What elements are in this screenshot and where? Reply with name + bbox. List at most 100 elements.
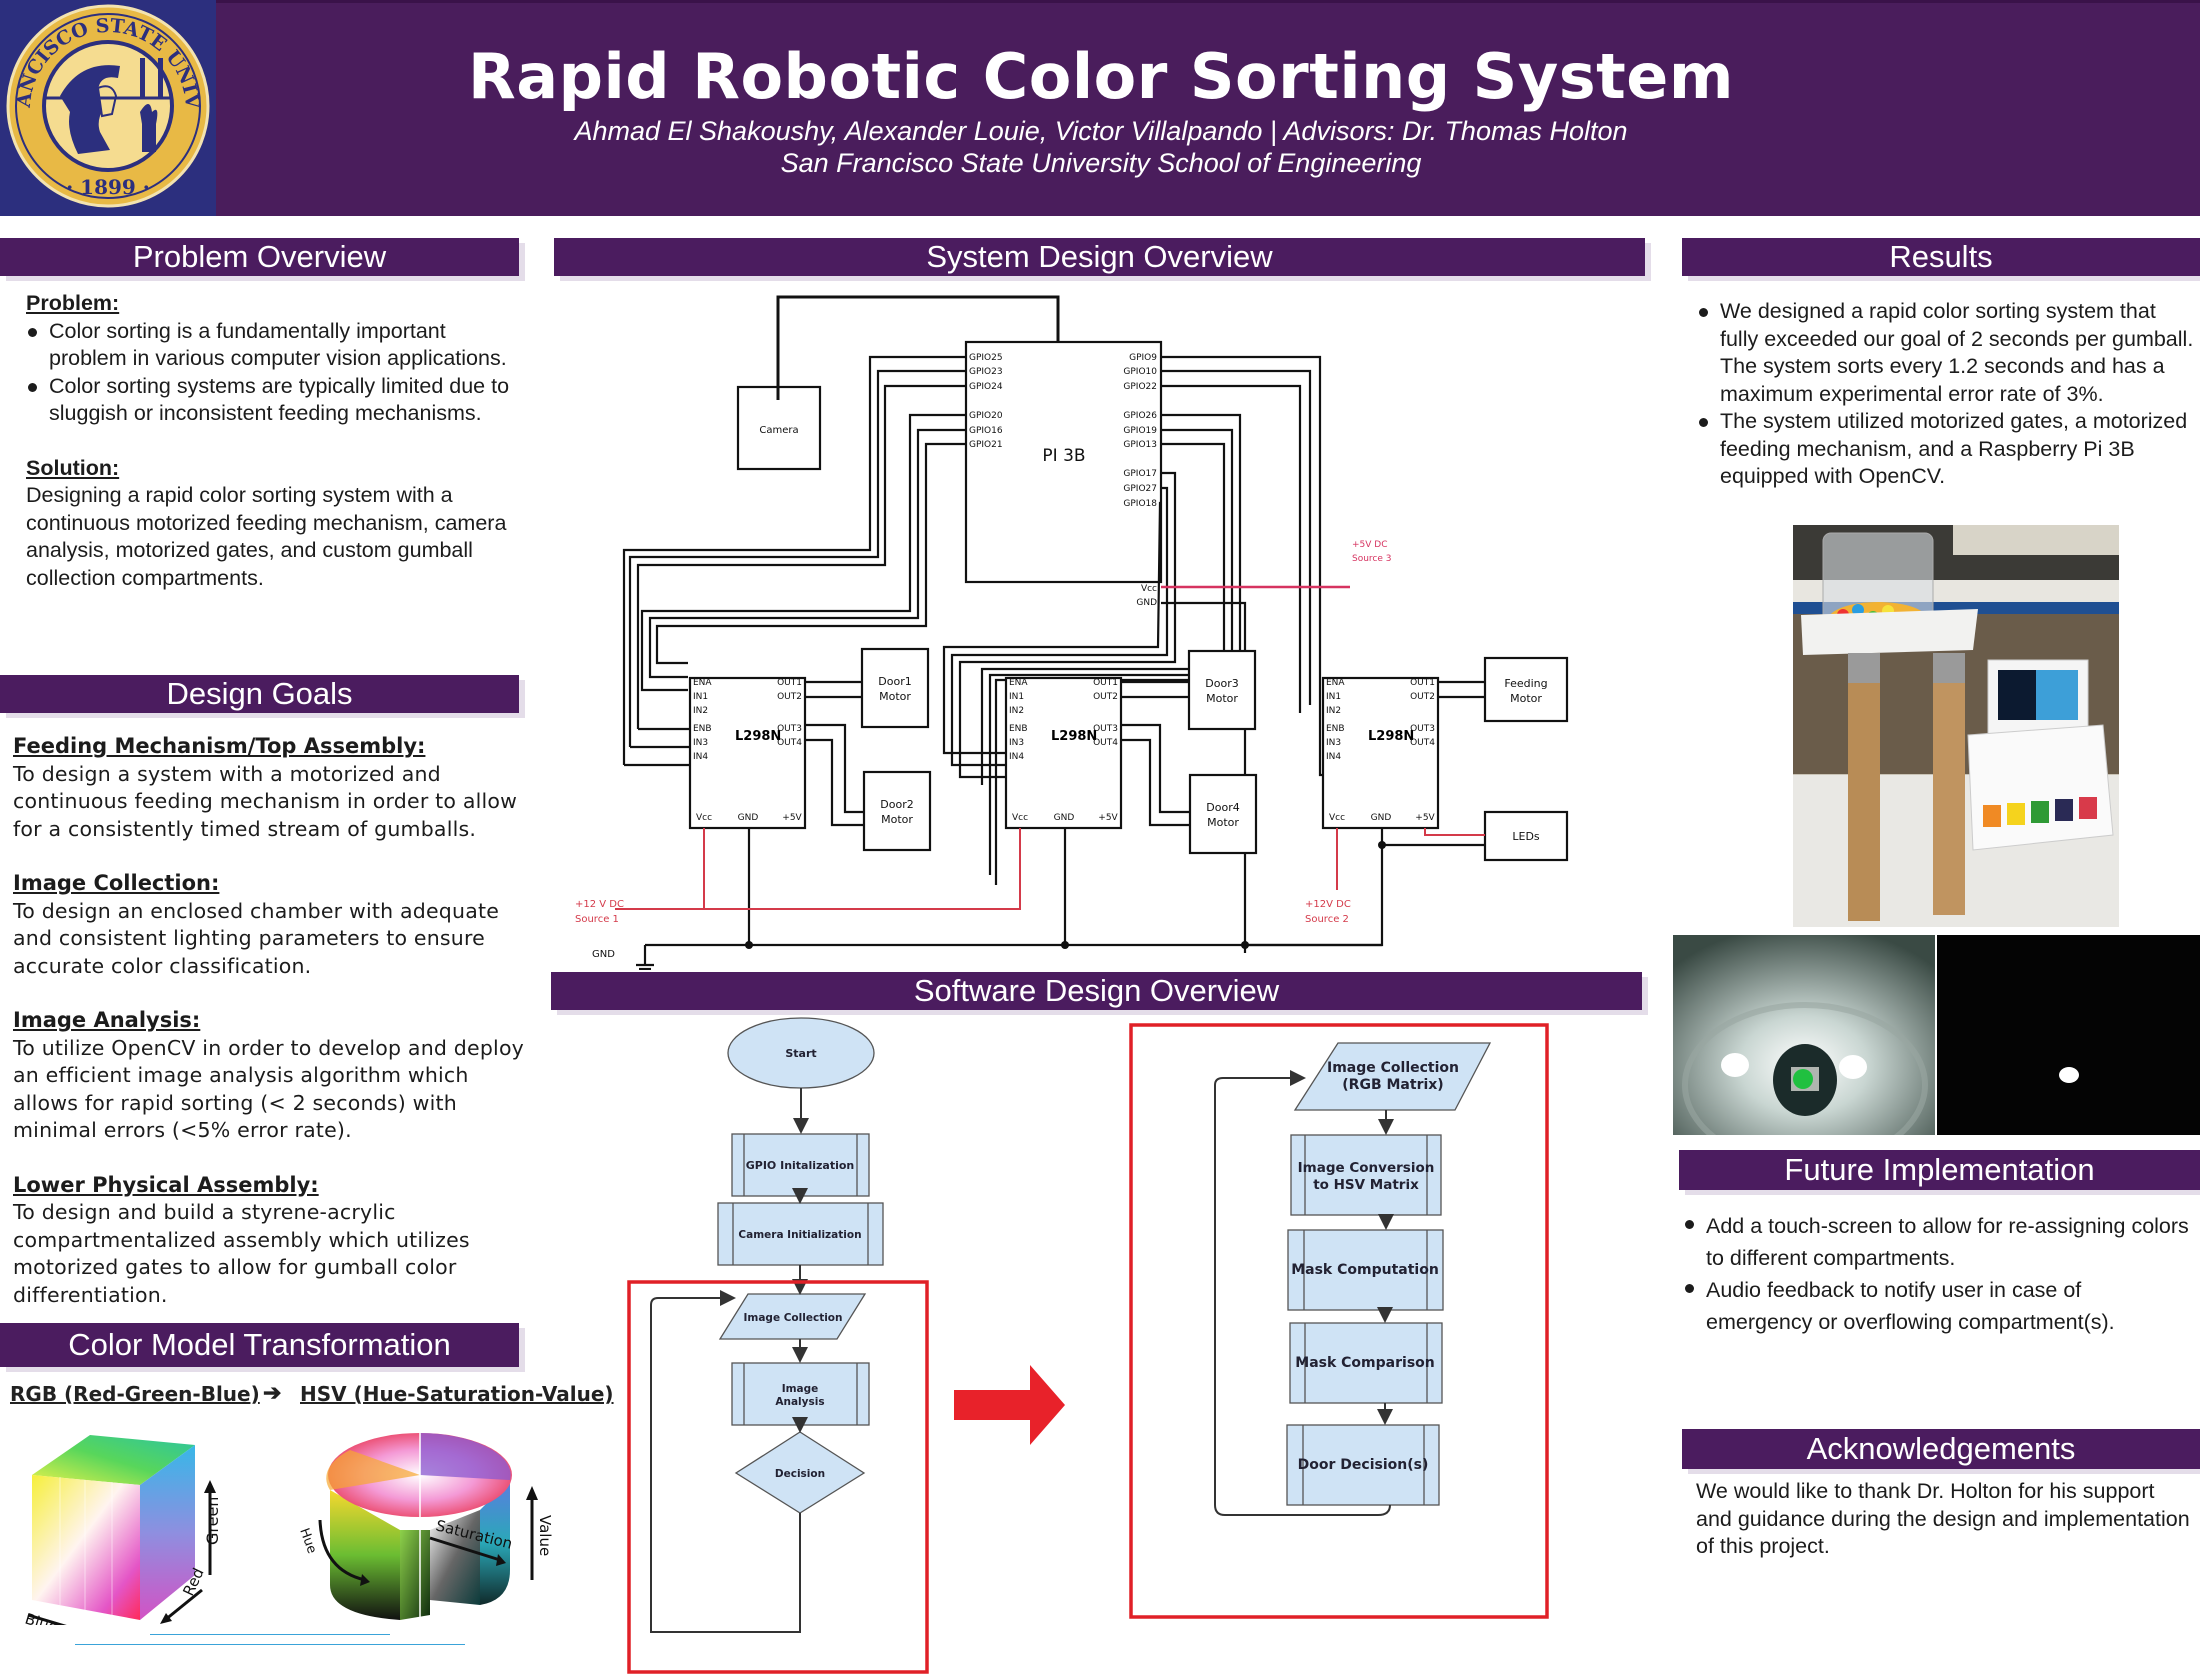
- driver-pin-label: +5V: [782, 813, 802, 823]
- hue-axis-label: Hue: [300, 1526, 319, 1556]
- pi-board: [964, 340, 1163, 584]
- flow-start-label: Start: [785, 1047, 816, 1060]
- door3-motor-box: [1187, 649, 1257, 731]
- rgb-cube-diagram: Green Red Blue: [23, 1435, 222, 1625]
- results-bullet: The system utilized motorized gates, a m…: [1697, 408, 2197, 491]
- future-bullets: Add a touch-screen to allow for re-assig…: [1683, 1210, 2193, 1338]
- driver-pin-label: OUT4: [777, 738, 802, 748]
- pi-pin-label: GPIO10: [1123, 367, 1157, 377]
- goal-item: Image Analysis: To utilize OpenCV in ord…: [13, 1007, 528, 1145]
- results-bullet: We designed a rapid color sorting system…: [1697, 298, 2197, 408]
- camera-label: Camera: [759, 425, 798, 436]
- driver-pin-label: ENB: [693, 724, 712, 734]
- driver-pin-label: OUT2: [1410, 692, 1435, 702]
- camera-view-image: [1673, 935, 1935, 1135]
- driver-pin-label: ENA: [693, 678, 712, 688]
- l298n-driver-1: L298N: [688, 676, 807, 830]
- goal-text: To utilize OpenCV in order to develop an…: [13, 1035, 525, 1143]
- flow-gpio-label: GPIO Initalization: [746, 1159, 855, 1172]
- pi-pin-label: GPIO24: [969, 382, 1003, 392]
- results-heading: Results: [1682, 238, 2200, 276]
- acknowledgements-text: We would like to thank Dr. Holton for hi…: [1696, 1479, 2190, 1558]
- goal-heading: Image Analysis:: [13, 1008, 201, 1032]
- rgb-label: RGB (Red-Green-Blue): [10, 1382, 260, 1406]
- driver-pin-label: IN3: [1326, 738, 1341, 748]
- future-implementation-heading: Future Implementation: [1679, 1150, 2200, 1190]
- design-goals-heading: Design Goals: [0, 675, 519, 713]
- driver-pin-label: Vcc: [696, 813, 712, 823]
- flow-detail-image-collection: [1293, 1042, 1492, 1111]
- driver-pin-label: IN2: [1326, 706, 1341, 716]
- flow-detail-door-decision: [1286, 1424, 1440, 1506]
- flow-gpio-init: [731, 1133, 870, 1197]
- poster-title: Rapid Robotic Color Sorting System: [468, 40, 1734, 113]
- pi-pin-label: GPIO17: [1123, 469, 1157, 479]
- pi-pin-label: Vcc: [1141, 584, 1157, 594]
- detail-highlight-box: [1129, 1023, 1549, 1619]
- goal-heading: Feeding Mechanism/Top Assembly:: [13, 734, 426, 758]
- driver-pin-label: OUT4: [1410, 738, 1435, 748]
- results-bullets: We designed a rapid color sorting system…: [1697, 298, 2197, 491]
- hsv-label: HSV (Hue-Saturation-Value): [300, 1382, 614, 1406]
- expand-arrow-icon: [954, 1365, 1065, 1445]
- flow-image-analysis: [731, 1362, 870, 1426]
- green-axis-label: Green: [203, 1497, 222, 1545]
- authors-line: Ahmad El Shakoushy, Alexander Louie, Vic…: [574, 116, 1628, 146]
- driver-pin-label: +5V: [1415, 813, 1435, 823]
- driver-pin-label: OUT4: [1093, 738, 1118, 748]
- door4-motor-box: [1188, 773, 1258, 855]
- goal-text: To design a system with a motorized and …: [13, 761, 518, 841]
- driver-pin-label: Vcc: [1012, 813, 1028, 823]
- door1-motor-box: [860, 647, 930, 729]
- flow-detail-hsv-conversion: [1290, 1134, 1442, 1216]
- arrow-right-icon: ➔: [263, 1380, 282, 1405]
- pi-label: PI 3B: [1042, 446, 1085, 466]
- driver-pin-label: OUT1: [1410, 678, 1435, 688]
- flow-decision-label: Decision: [775, 1468, 825, 1480]
- driver-pin-label: Vcc: [1329, 813, 1345, 823]
- leds-box: [1483, 810, 1569, 862]
- driver-pin-label: +5V: [1098, 813, 1118, 823]
- goal-heading: Lower Physical Assembly:: [13, 1172, 319, 1197]
- solution-text: Designing a rapid color sorting system w…: [26, 483, 507, 590]
- detail-collection-label: Image Collection(RGB Matrix): [1327, 1060, 1459, 1093]
- driver-pin-label: OUT1: [777, 678, 802, 688]
- goal-item: Lower Physical Assembly: To design and b…: [13, 1172, 528, 1310]
- problem-bullet: Color sorting is a fundamentally importa…: [26, 318, 526, 373]
- driver-pin-label: IN4: [1326, 752, 1341, 762]
- driver-pin-label: ENA: [1009, 678, 1028, 688]
- problem-heading: Problem:: [26, 291, 120, 315]
- problem-bullets: Color sorting is a fundamentally importa…: [26, 318, 526, 428]
- image-references[interactable]: [60, 1628, 480, 1645]
- driver-pin-label: OUT3: [777, 724, 802, 734]
- detail-mask-computation-label: Mask Computation: [1291, 1262, 1439, 1278]
- pi-pin-label: GPIO26: [1123, 411, 1157, 421]
- hue-axis: [318, 1519, 366, 1582]
- software-flowchart: Start GPIO Initalization Camera Initiali…: [627, 1017, 1549, 1674]
- feeding-motor-box: [1483, 656, 1569, 723]
- pi-pin-label: GPIO21: [969, 440, 1003, 450]
- flow-camera-label: Camera Initialization: [738, 1229, 861, 1241]
- driver-pin-label: ENB: [1326, 724, 1345, 734]
- sfsu-seal-icon: SAN FRANCISCO STATE UNIVERSITY · 1899 ·: [0, 0, 210, 208]
- l298n-driver-3: L298N: [1321, 676, 1440, 830]
- driver-pin-label: OUT1: [1093, 678, 1118, 688]
- driver-pin-label: GND: [1054, 813, 1075, 823]
- pi-pin-label: GPIO19: [1123, 426, 1157, 436]
- driver-pin-label: IN1: [1009, 692, 1024, 702]
- pi-pin-label: GND: [1136, 598, 1157, 608]
- goal-text: To design an enclosed chamber with adequ…: [13, 898, 500, 978]
- driver-pin-label: OUT2: [1093, 692, 1118, 702]
- future-bullet: Audio feedback to notify user in case of…: [1683, 1274, 2193, 1338]
- svg-text:L298N: L298N: [1368, 729, 1414, 744]
- acknowledgements-heading: Acknowledgements: [1682, 1429, 2200, 1469]
- cube-front-face: [32, 1475, 140, 1620]
- goal-item: Image Collection: To design an enclosed …: [13, 870, 528, 980]
- detail-mask-comparison-label: Mask Comparison: [1295, 1355, 1434, 1371]
